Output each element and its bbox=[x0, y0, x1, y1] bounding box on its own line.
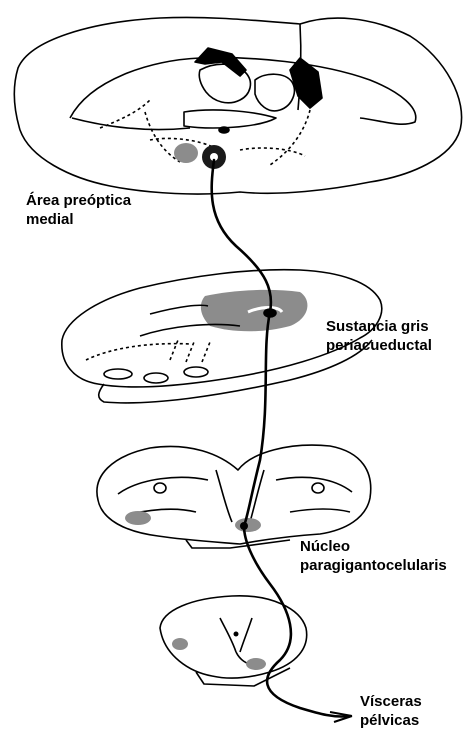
label-nucleus-paragigantocellularis: Núcleo paragigantocelularis bbox=[300, 537, 447, 575]
label-viscera-line1: Vísceras bbox=[360, 692, 422, 711]
medulla-section bbox=[97, 445, 371, 548]
label-viscera-line2: pélvicas bbox=[360, 711, 422, 730]
label-npg-line1: Núcleo bbox=[300, 537, 447, 556]
label-preoptic-line2: medial bbox=[26, 210, 131, 229]
forebrain-outline bbox=[14, 17, 461, 194]
medulla-outline bbox=[97, 445, 371, 544]
label-pag-line2: periacueductal bbox=[326, 336, 432, 355]
label-pelvic-viscera: Vísceras pélvicas bbox=[360, 692, 422, 730]
label-npg-line2: paragigantocelularis bbox=[300, 556, 447, 575]
label-periaqueductal-gray: Sustancia gris periacueductal bbox=[326, 317, 432, 355]
forebrain-section bbox=[14, 17, 461, 194]
label-pag-line1: Sustancia gris bbox=[326, 317, 432, 336]
label-preoptic-line1: Área preóptica bbox=[26, 191, 131, 210]
label-preoptic-area: Área preóptica medial bbox=[26, 191, 131, 229]
